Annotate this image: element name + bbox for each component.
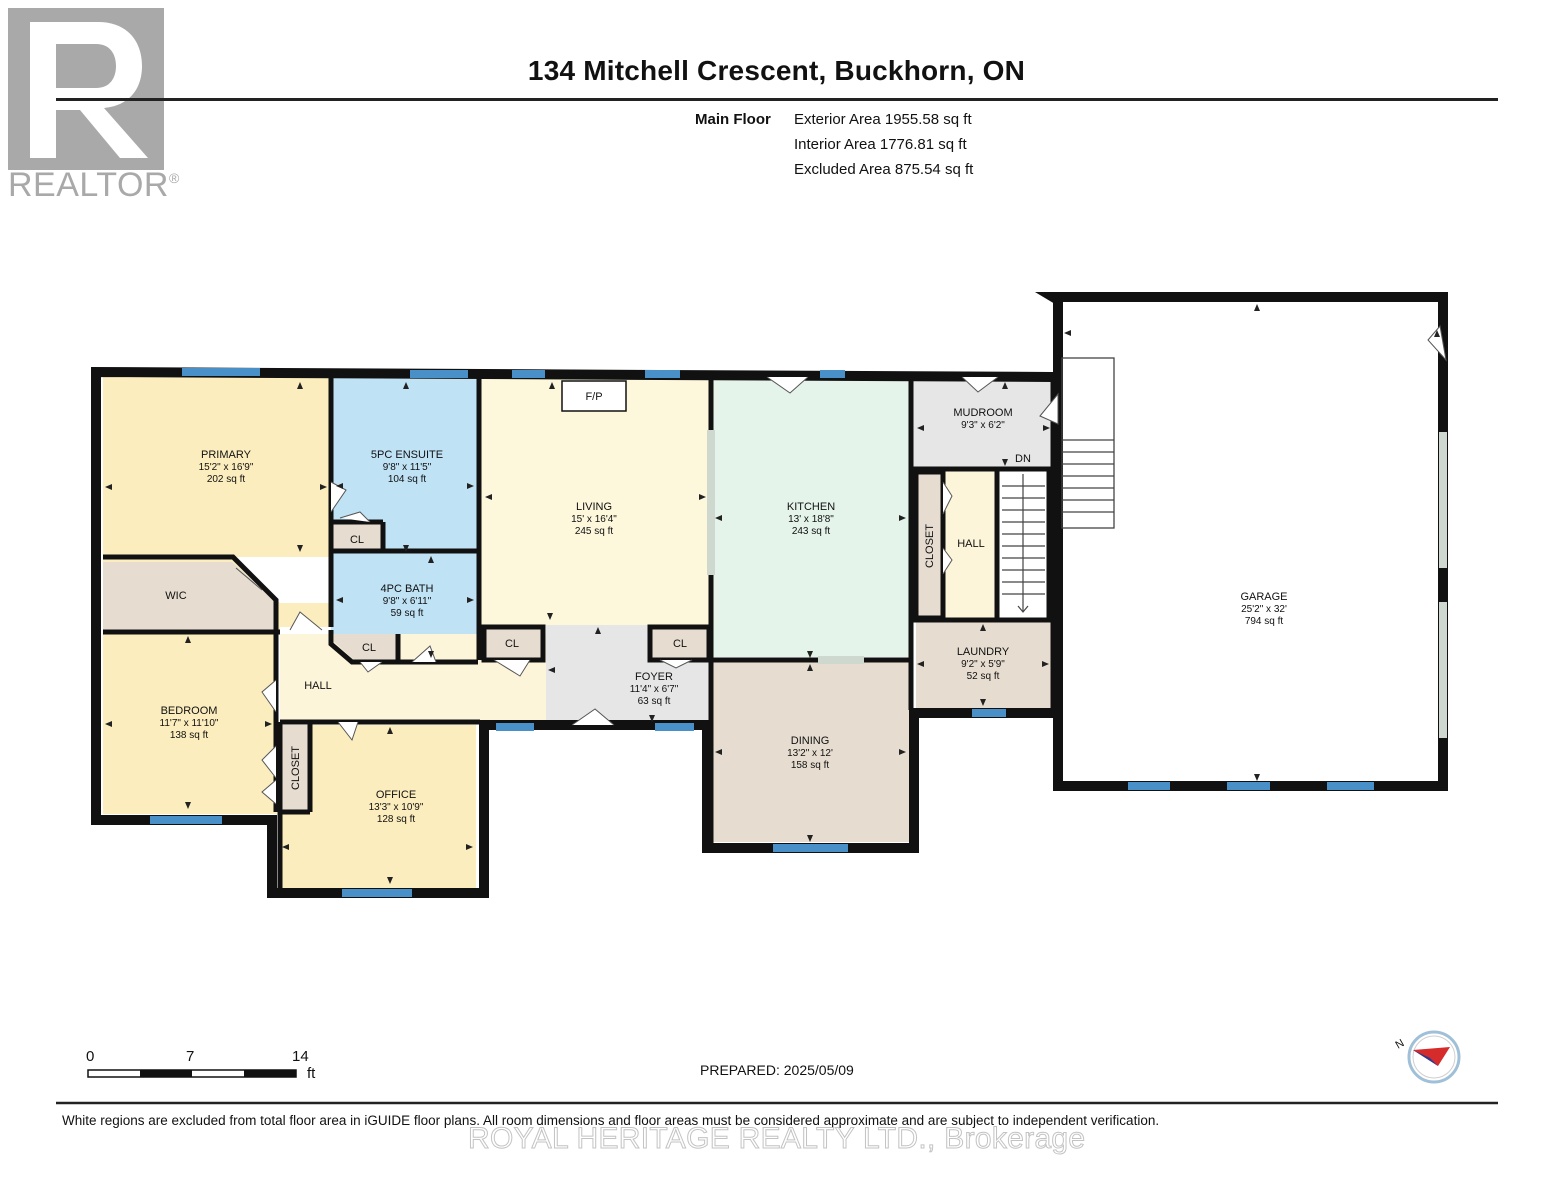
- primary-area: 202 sq ft: [207, 474, 246, 485]
- mudroom-name: MUDROOM: [953, 407, 1012, 419]
- scale-tick-14: 14: [292, 1048, 309, 1065]
- exterior-area: Exterior Area 1955.58 sq ft: [794, 111, 972, 128]
- scale-unit: ft: [307, 1065, 316, 1082]
- laundry-name: LAUNDRY: [957, 646, 1010, 658]
- prepared-date: PREPARED: 2025/05/09: [700, 1062, 854, 1078]
- openings: [707, 430, 1447, 738]
- kitchen-dims: 13' x 18'8": [788, 514, 834, 525]
- header-rule: [56, 98, 1498, 101]
- brokerage-watermark: ROYAL HERITAGE REALTY LTD., Brokerage: [467, 1122, 1086, 1156]
- room-labels: PRIMARY 15'2" x 16'9" 202 sq ft 5PC ENSU…: [160, 391, 1288, 825]
- foyer-name: FOYER: [635, 671, 673, 683]
- cl-ensuite-fill: [331, 522, 383, 550]
- interior-walls: [103, 377, 1056, 893]
- scale-tick-0: 0: [86, 1048, 95, 1065]
- realtor-logo: [8, 8, 164, 170]
- ensuite-dims: 9'8" x 11'5": [383, 462, 432, 473]
- realtor-wordmark: REALTOR®: [8, 166, 180, 204]
- closet-east-name: CLOSET: [924, 524, 936, 568]
- garage-name: GARAGE: [1240, 591, 1287, 603]
- hall-east-name: HALL: [957, 538, 985, 550]
- north-arrow-icon: N: [1394, 1030, 1461, 1084]
- living-dims: 15' x 16'4": [571, 514, 617, 525]
- bath-area: 59 sq ft: [391, 608, 424, 619]
- primary-name: PRIMARY: [201, 449, 252, 461]
- bedroom-dims: 11'7" x 11'10": [160, 718, 219, 729]
- floor-label: Main Floor: [695, 111, 771, 128]
- ensuite-name: 5PC ENSUITE: [371, 449, 443, 461]
- excluded-area: Excluded Area 875.54 sq ft: [794, 161, 974, 178]
- interior-area: Interior Area 1776.81 sq ft: [794, 136, 967, 153]
- mudroom-dims: 9'3" x 6'2": [961, 420, 1005, 431]
- cl-living-fill: [484, 627, 542, 659]
- scale-tick-7: 7: [186, 1048, 195, 1065]
- primary-dims: 15'2" x 16'9": [199, 462, 254, 473]
- office-dims: 13'3" x 10'9": [369, 802, 424, 813]
- wic-fill: [103, 562, 275, 630]
- cl-foyer-fill: [652, 627, 708, 659]
- dimension-arrows: [105, 304, 1440, 884]
- bath-name: 4PC BATH: [381, 583, 434, 595]
- door-swings: [235, 324, 1447, 805]
- ensuite-area: 104 sq ft: [388, 474, 427, 485]
- disclaimer-text: White regions are excluded from total fl…: [62, 1113, 1160, 1128]
- dining-name: DINING: [791, 735, 830, 747]
- closet-west-name: CLOSET: [290, 746, 302, 790]
- hall-east-fill: [945, 469, 997, 619]
- fireplace-box: [561, 380, 627, 412]
- kitchen-fill: [713, 377, 909, 657]
- kitchen-name: KITCHEN: [787, 501, 835, 513]
- bedroom-area: 138 sq ft: [170, 730, 209, 741]
- kitchen-area: 243 sq ft: [792, 526, 831, 537]
- laundry-fill: [916, 622, 1053, 708]
- garage-area: 794 sq ft: [1245, 616, 1284, 627]
- cl-bath-label: CL: [362, 642, 376, 654]
- cl-foyer-label: CL: [673, 638, 687, 650]
- foyer-dims: 11'4" x 6'7": [630, 684, 679, 695]
- wic-name: WIC: [165, 590, 186, 602]
- windows: [150, 368, 1374, 897]
- bath-dims: 9'8" x 6'11": [383, 596, 432, 607]
- bedroom-fill: [103, 634, 277, 814]
- living-area: 245 sq ft: [575, 526, 614, 537]
- primary-fill: [103, 377, 331, 557]
- garage-dims: 25'2" x 32': [1241, 604, 1287, 615]
- living-name: LIVING: [576, 501, 612, 513]
- office-fill: [280, 725, 476, 888]
- closet-west-fill: [280, 725, 310, 811]
- cl-bath-fill: [334, 634, 398, 660]
- laundry-dims: 9'2" x 5'9": [961, 659, 1005, 670]
- foyer-area: 63 sq ft: [638, 696, 671, 707]
- hall-west-name: HALL: [304, 680, 332, 692]
- dining-dims: 13'2" x 12': [787, 748, 833, 759]
- dining-fill: [713, 662, 909, 842]
- cl-ensuite-label: CL: [350, 534, 364, 546]
- living-fill: [481, 377, 709, 625]
- cl-living-label: CL: [505, 638, 519, 650]
- scale-bar: [87, 1069, 297, 1078]
- laundry-area: 52 sq ft: [967, 671, 1000, 682]
- interior-stairs: [1002, 474, 1045, 613]
- stairs-dn-label: DN: [1015, 453, 1031, 465]
- office-area: 128 sq ft: [377, 814, 416, 825]
- svg-text:N: N: [1394, 1037, 1407, 1051]
- closet-east-fill: [916, 472, 942, 618]
- bedroom-name: BEDROOM: [161, 705, 218, 717]
- fireplace-label: F/P: [585, 391, 602, 403]
- mudroom-fill: [913, 377, 1053, 469]
- page-title: 134 Mitchell Crescent, Buckhorn, ON: [527, 55, 1026, 86]
- exterior-stairs: [1061, 357, 1115, 529]
- dining-area: 158 sq ft: [791, 760, 830, 771]
- office-name: OFFICE: [376, 789, 416, 801]
